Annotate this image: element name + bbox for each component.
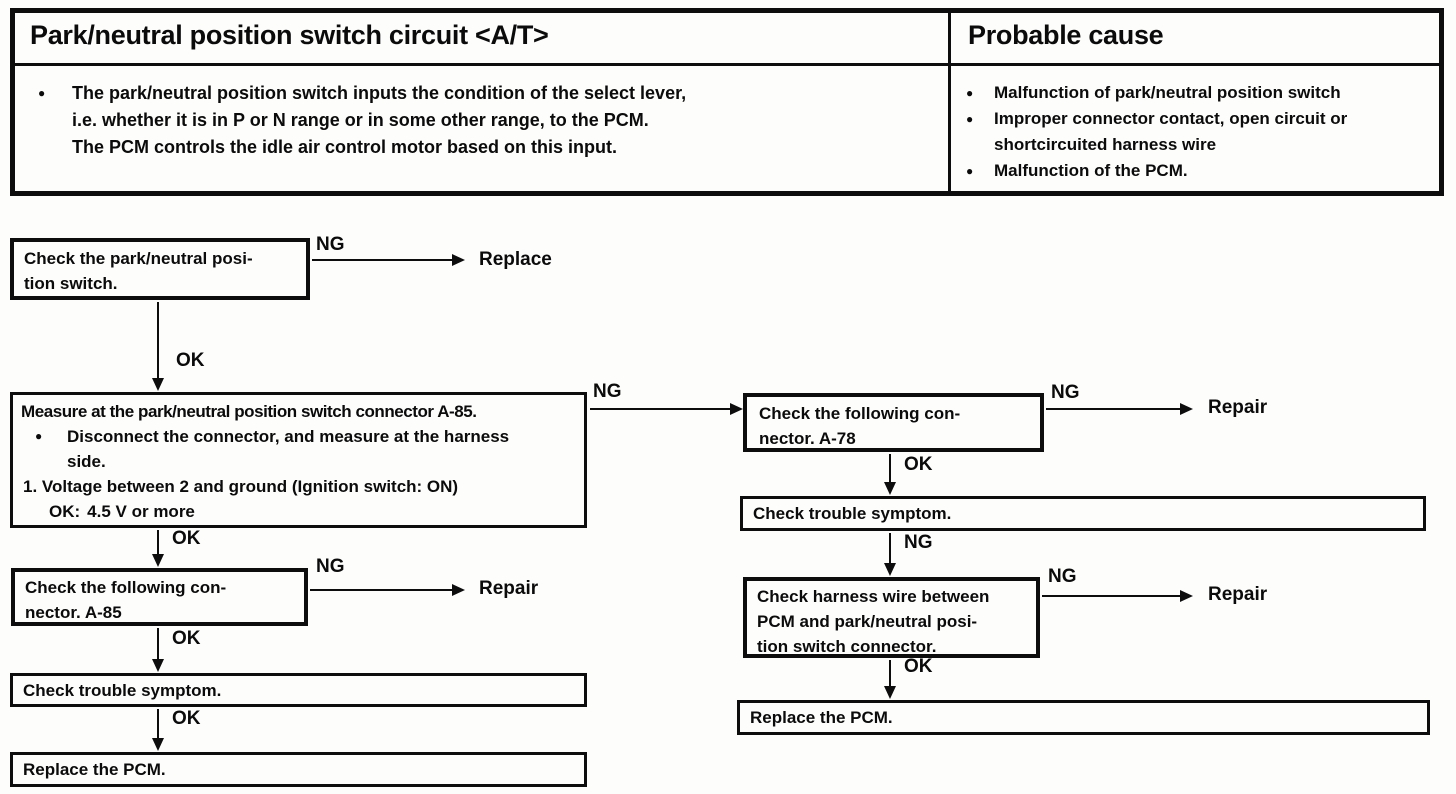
edge-label-ng: NG — [593, 381, 622, 402]
flow-box-ok-spec: OK: 4.5 V or more — [49, 499, 576, 524]
arrowhead-down-icon — [152, 554, 164, 567]
description-text: i.e. whether it is in P or N range or in… — [72, 110, 649, 130]
flow-box-text: tion switch. — [24, 274, 118, 293]
page-title: Park/neutral position switch circuit <A/… — [30, 20, 549, 50]
flow-box-text: Measure at the park/neutral position swi… — [21, 402, 477, 421]
arrow-line — [1046, 408, 1182, 410]
arrow-line — [157, 530, 159, 556]
arrowhead-down-icon — [884, 563, 896, 576]
arrow-line — [889, 660, 891, 687]
edge-label-ok: OK — [176, 350, 205, 371]
bullet-icon: ● — [38, 86, 46, 100]
arrow-line — [1042, 595, 1182, 597]
cause-item-continuation: shortcircuited harness wire — [966, 132, 1347, 158]
description-text: The park/neutral position switch inputs … — [72, 83, 687, 103]
cause-text: shortcircuited harness wire — [994, 135, 1217, 154]
cause-text: Malfunction of park/neutral position swi… — [994, 83, 1341, 102]
description-cell: ● The park/neutral position switch input… — [38, 80, 686, 161]
description-line: ● The park/neutral position switch input… — [38, 80, 686, 107]
table-column-divider — [948, 8, 951, 196]
bullet-spacer — [966, 132, 994, 158]
ok-spec-value: 4.5 V or more — [87, 502, 195, 521]
flow-box-check-harness-wire: Check harness wire between PCM and park/… — [743, 577, 1040, 658]
flow-box-replace-pcm-left: Replace the PCM. — [10, 752, 587, 787]
header-table-border — [10, 8, 1444, 196]
flow-box-text: Disconnect the connector, and measure at… — [67, 427, 510, 446]
flow-box-text: Replace the PCM. — [23, 760, 166, 779]
cause-text: Malfunction of the PCM. — [994, 161, 1188, 180]
edge-label-ok: OK — [172, 528, 201, 549]
edge-label-ok: OK — [904, 454, 933, 475]
arrowhead-down-icon — [152, 378, 164, 391]
flow-box-text: 1. Voltage between 2 and ground (Ignitio… — [23, 477, 459, 496]
edge-label-ok: OK — [172, 708, 201, 729]
cause-text: Improper connector contact, open circuit… — [994, 109, 1348, 128]
edge-label-ng: NG — [1048, 566, 1077, 587]
edge-label-ok: OK — [172, 628, 201, 649]
flow-box-bullet-line: ● Disconnect the connector, and measure … — [21, 424, 576, 449]
bullet-spacer — [38, 134, 72, 161]
description-line: i.e. whether it is in P or N range or in… — [38, 107, 686, 134]
edge-label-ok: OK — [904, 656, 933, 677]
ok-spec-label: OK: — [49, 502, 81, 521]
edge-label-ng: NG — [316, 234, 345, 255]
cause-item: ● Malfunction of park/neutral position s… — [966, 80, 1347, 106]
flow-box-replace-pcm-right: Replace the PCM. — [737, 700, 1430, 735]
flow-box-check-trouble-symptom-right: Check trouble symptom. — [740, 496, 1426, 531]
arrow-line — [310, 589, 454, 591]
arrowhead-down-icon — [152, 659, 164, 672]
arrowhead-down-icon — [884, 686, 896, 699]
bullet-spacer — [38, 107, 72, 134]
cause-item: ● Malfunction of the PCM. — [966, 158, 1347, 184]
terminal-repair: Repair — [1208, 397, 1268, 418]
edge-label-ng: NG — [904, 532, 933, 553]
table-header-divider — [10, 63, 1444, 66]
flow-box-text: Check trouble symptom. — [23, 680, 222, 700]
arrow-line — [590, 408, 730, 410]
bullet-icon: ● — [35, 429, 43, 443]
flow-box-text: Check the following con- — [759, 404, 961, 423]
arrow-line — [157, 709, 159, 739]
flow-box-measure-connector-a85: Measure at the park/neutral position swi… — [10, 392, 587, 528]
flow-box-text: nector. A-78 — [759, 429, 856, 448]
edge-label-ng: NG — [1051, 382, 1080, 403]
cause-item: ● Improper connector contact, open circu… — [966, 106, 1347, 132]
bullet-icon: ● — [966, 86, 974, 100]
flow-box-check-trouble-symptom-left: Check trouble symptom. — [10, 673, 587, 707]
flow-box-text: nector. A-85 — [25, 603, 122, 622]
terminal-replace: Replace — [479, 249, 552, 270]
arrow-line — [889, 533, 891, 564]
arrowhead-down-icon — [152, 738, 164, 751]
arrowhead-right-icon — [1180, 590, 1193, 602]
flow-box-text: Check the following con- — [25, 578, 227, 597]
flow-box-text: side. — [67, 452, 106, 471]
flow-box-text: Replace the PCM. — [750, 708, 893, 727]
arrowhead-right-icon — [452, 254, 465, 266]
arrowhead-right-icon — [452, 584, 465, 596]
probable-cause-header: Probable cause — [968, 20, 1164, 50]
arrowhead-right-icon — [1180, 403, 1193, 415]
flow-box-text: Check harness wire between — [757, 587, 990, 606]
flow-box-text: Check trouble symptom. — [753, 504, 952, 523]
flow-box-text: Check the park/neutral posi- — [24, 249, 253, 268]
flow-box-text: tion switch connector. — [757, 637, 937, 656]
arrowhead-right-icon — [730, 403, 743, 415]
bullet-icon: ● — [966, 164, 974, 178]
arrowhead-down-icon — [884, 482, 896, 495]
terminal-repair: Repair — [1208, 584, 1268, 605]
arrow-line — [312, 259, 454, 261]
terminal-repair: Repair — [479, 578, 539, 599]
description-line: The PCM controls the idle air control mo… — [38, 134, 686, 161]
flow-box-check-pn-switch: Check the park/neutral posi- tion switch… — [10, 238, 310, 300]
flow-box-check-connector-a78: Check the following con- nector. A-78 — [743, 393, 1044, 452]
flow-box-text: PCM and park/neutral posi- — [757, 612, 978, 631]
flow-box-check-connector-a85: Check the following con- nector. A-85 — [11, 568, 308, 626]
probable-cause-cell: ● Malfunction of park/neutral position s… — [966, 80, 1347, 184]
arrow-line — [157, 628, 159, 660]
description-text: The PCM controls the idle air control mo… — [72, 137, 618, 157]
bullet-icon: ● — [966, 112, 974, 126]
arrow-line — [889, 454, 891, 483]
edge-label-ng: NG — [316, 556, 345, 577]
arrow-line — [157, 302, 159, 380]
